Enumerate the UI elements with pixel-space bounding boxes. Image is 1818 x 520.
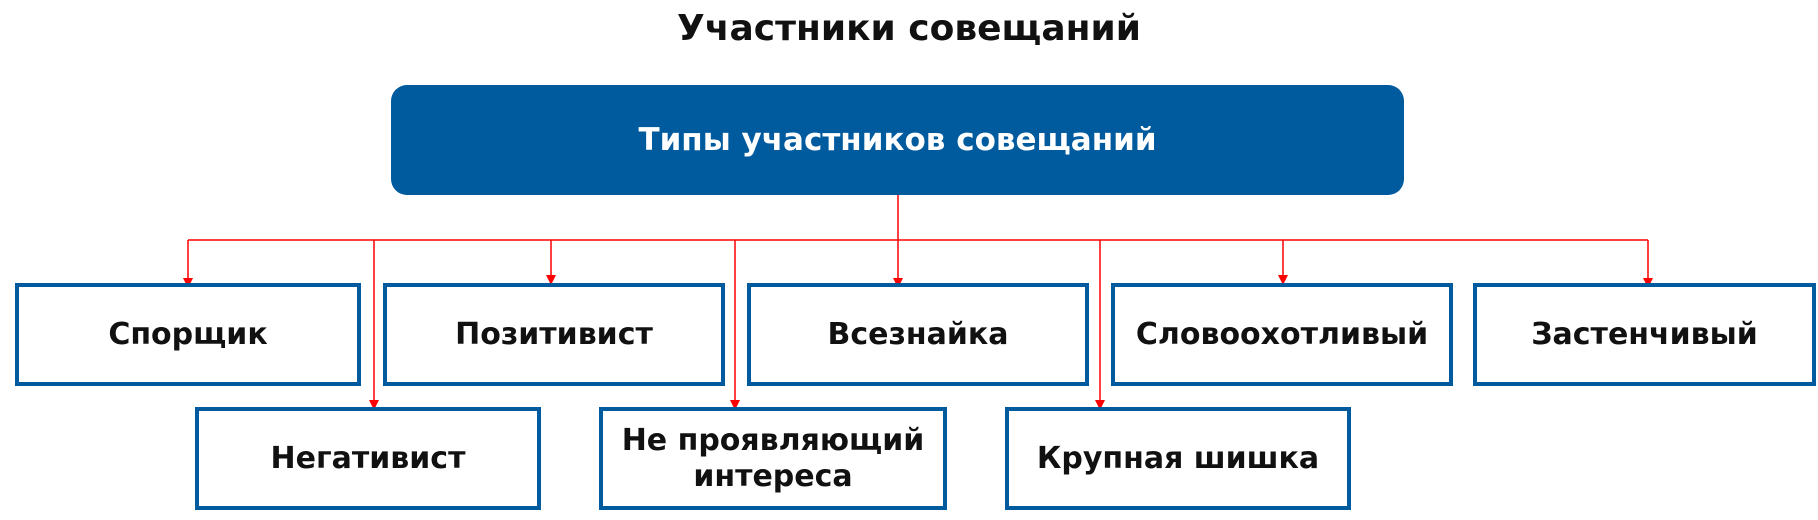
type-node-pozitivist: Позитивист — [383, 283, 725, 386]
type-node-krupnaya-shishka: Крупная шишка — [1005, 407, 1351, 510]
type-node-vseznayka: Всезнайка — [747, 283, 1089, 386]
type-node-ne-proyavlyayushchiy-interesa: Не проявляющий интереса — [599, 407, 947, 510]
type-node-negativist: Негативист — [195, 407, 541, 510]
type-node-sporshchik: Спорщик — [15, 283, 361, 386]
type-node-zastenchivy: Застенчивый — [1473, 283, 1816, 386]
root-node: Типы участников совещаний — [391, 85, 1404, 195]
type-node-slovookhotlivy: Словоохотливый — [1111, 283, 1453, 386]
diagram-title: Участники совещаний — [677, 8, 1141, 49]
